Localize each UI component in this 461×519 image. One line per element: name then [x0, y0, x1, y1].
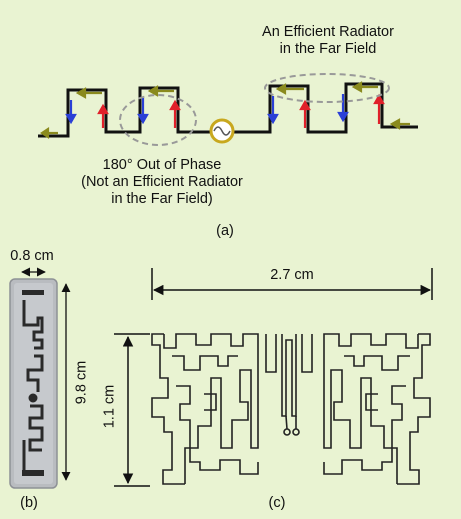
layout-width-label: 2.7 cm [270, 267, 314, 283]
antenna-layout-drawing [151, 333, 431, 485]
tag-height-label: 9.8 cm [73, 360, 90, 405]
layout-width-dimension [151, 268, 433, 300]
layout-height-label: 1.1 cm [101, 384, 118, 429]
rfid-tag-photo [9, 267, 71, 489]
meander-left-arm [38, 86, 211, 138]
efficient-radiator-ellipse [264, 73, 390, 103]
out-of-phase-label: 180° Out of Phase (Not an Efficient Radi… [81, 157, 243, 207]
layout-height-dimension [114, 333, 150, 487]
caption-a: (a) [216, 223, 234, 239]
tag-antenna-trace [22, 290, 44, 476]
source [209, 118, 235, 144]
caption-b: (b) [20, 495, 38, 511]
caption-c: (c) [268, 495, 286, 511]
tag-width-label: 0.8 cm [10, 248, 54, 264]
sine-wave-icon [213, 126, 231, 136]
efficient-radiator-label: An Efficient Radiator in the Far Field [262, 24, 394, 57]
meander-right-arm [234, 82, 418, 134]
out-of-phase-ellipse [119, 94, 197, 146]
current-arrows [40, 81, 410, 140]
